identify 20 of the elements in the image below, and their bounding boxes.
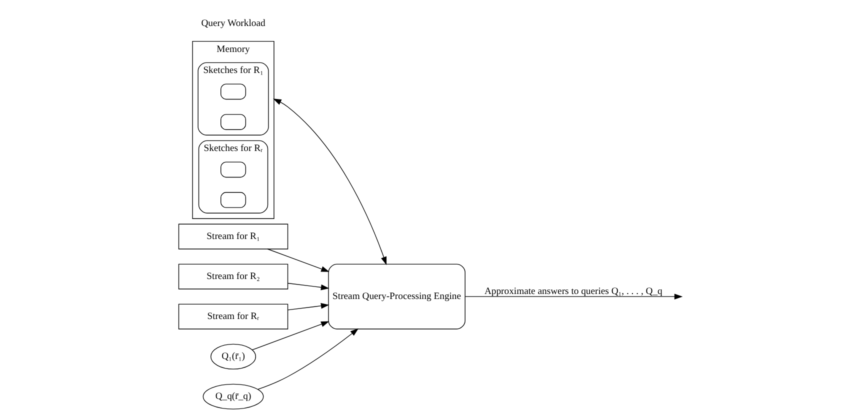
arrow [464, 294, 683, 300]
label: Query Workload [201, 18, 266, 29]
node-box: Stream Query-Processing Engine [328, 264, 466, 330]
node-ellipse: Q₁(r̄₁) [210, 344, 256, 370]
cluster: Sketches for Rᵣ [198, 140, 268, 214]
node-box [220, 162, 246, 178]
arrow [273, 98, 387, 266]
node-ellipse: Q_q(r̄_q) [202, 384, 264, 410]
arrow [258, 328, 359, 390]
arrow [252, 321, 330, 350]
node-box [220, 84, 246, 100]
node-box: Stream for R₂ [178, 264, 288, 290]
arrow [288, 302, 330, 310]
node-box: Stream for Rᵣ [178, 304, 288, 330]
node-box [220, 114, 246, 130]
node-box [220, 192, 246, 208]
edge-label: Approximate answers to queries Q₁, . . . , Q_q [484, 286, 662, 297]
arrow [288, 282, 330, 290]
node-box: Stream for R₁ [178, 224, 288, 250]
cluster: Sketches for R₁ [198, 62, 269, 136]
